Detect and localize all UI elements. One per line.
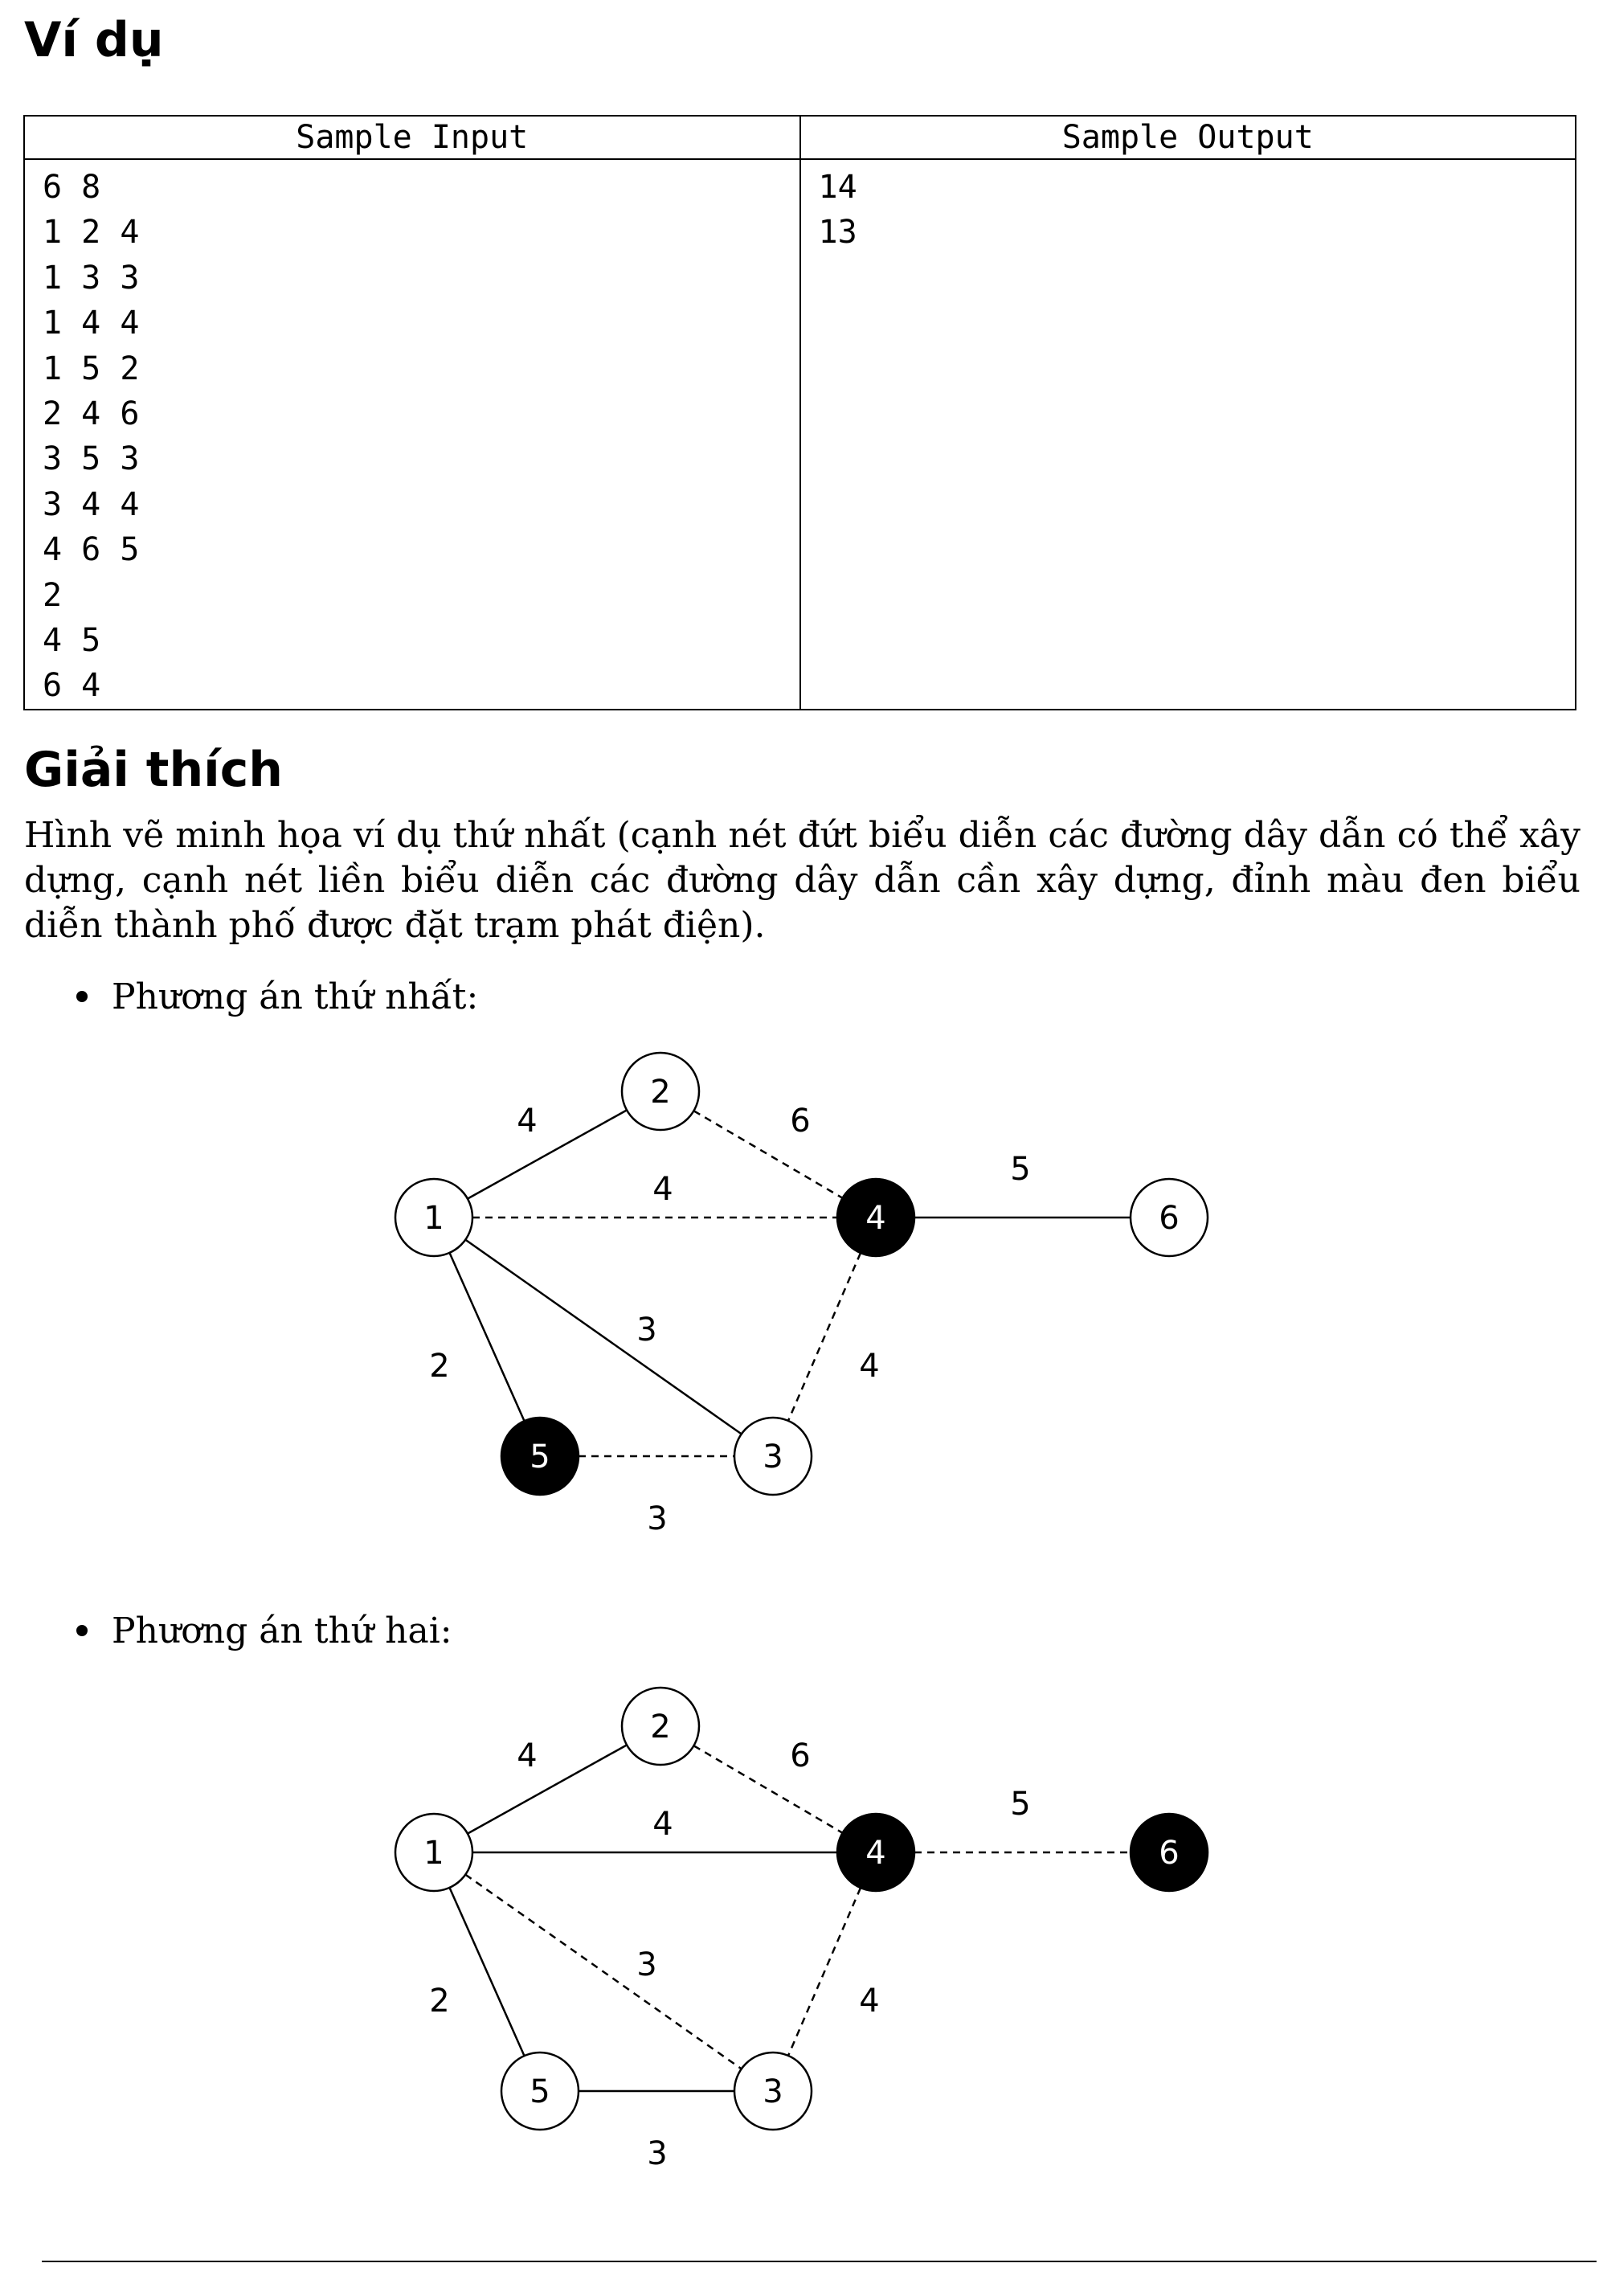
- input-line: 6 8: [43, 169, 101, 206]
- edge-weight-4-6: 5: [1010, 1786, 1030, 1823]
- input-line: 3 5 3: [43, 440, 140, 478]
- graph-option-1: 4 6 4 5 3 2 4 3 1 2 4 6 5 3: [394, 1051, 1209, 1537]
- node-2: [620, 1051, 701, 1132]
- bullet-option-1-label: Phương án thứ nhất:: [112, 976, 479, 1017]
- node-4-power-station: [836, 1177, 916, 1258]
- node-label-4: 4: [865, 1200, 885, 1237]
- node-label-2: 2: [650, 1074, 670, 1111]
- edge-weight-1-2: 4: [517, 1737, 537, 1774]
- edge-1-5-solid: [448, 1252, 525, 1422]
- output-line: 13: [818, 214, 857, 252]
- edge-weight-5-3: 3: [647, 2135, 667, 2172]
- node-3: [733, 1416, 813, 1496]
- bullet-dot: [76, 990, 88, 1002]
- edge-weight-4-3: 4: [859, 1348, 879, 1385]
- input-line: 2: [43, 576, 63, 614]
- node-5-power-station: [500, 1416, 580, 1496]
- node-label-6: 6: [1159, 1835, 1179, 1872]
- node-6: [1129, 1177, 1209, 1258]
- edge-weight-1-4: 4: [652, 1171, 673, 1208]
- node-label-5: 5: [530, 2073, 550, 2110]
- node-label-3: 3: [763, 2073, 783, 2110]
- edge-weight-1-5: 2: [429, 1348, 449, 1385]
- edge-weight-1-2: 4: [517, 1103, 537, 1140]
- input-line: 4 6 5: [43, 531, 140, 569]
- input-line: 1 5 2: [43, 350, 140, 387]
- edge-weight-4-3: 4: [859, 1983, 879, 2020]
- bullet-option-2: Phương án thứ hai:: [76, 1609, 452, 1654]
- edge-4-3-dashed: [787, 1252, 862, 1422]
- node-1: [394, 1177, 474, 1258]
- sample-output-header: Sample Output: [799, 115, 1576, 160]
- edge-weight-5-3: 3: [647, 1500, 667, 1537]
- sample-input-header: Sample Input: [23, 115, 801, 160]
- graph-option-2: 4 6 4 5 3 2 4 3 1 2 4 6 5 3: [394, 1686, 1209, 2172]
- bullet-dot: [76, 1624, 88, 1636]
- input-line: 1 4 4: [43, 305, 140, 342]
- edge-weight-1-5: 2: [429, 1983, 449, 2020]
- section-title-example: Ví dụ: [24, 12, 164, 68]
- edge-1-2-solid: [467, 1744, 628, 1835]
- edge-weight-1-3: 3: [636, 1312, 656, 1349]
- edge-1-5-solid: [448, 1887, 525, 2057]
- edge-1-3-solid: [464, 1238, 742, 1435]
- section-title-explanation: Giải thích: [24, 742, 284, 798]
- edge-4-3-dashed: [787, 1887, 862, 2057]
- edge-weight-1-3: 3: [636, 1946, 656, 1983]
- footer-rule: [42, 2261, 1597, 2262]
- input-line: 3 4 4: [43, 485, 140, 523]
- input-line: 1 3 3: [43, 259, 140, 297]
- node-2: [620, 1686, 701, 1766]
- node-5: [500, 2051, 580, 2131]
- bullet-option-2-label: Phương án thứ hai:: [112, 1610, 452, 1651]
- output-line: 14: [818, 169, 857, 206]
- input-line: 2 4 6: [43, 395, 140, 432]
- edge-weight-1-4: 4: [652, 1806, 673, 1843]
- node-label-4: 4: [865, 1835, 885, 1872]
- node-3: [733, 2051, 813, 2131]
- edge-weight-4-6: 5: [1010, 1151, 1030, 1188]
- input-line: 4 5: [43, 621, 101, 659]
- node-label-1: 1: [423, 1835, 444, 1872]
- edge-weight-2-4: 6: [790, 1103, 810, 1140]
- explanation-paragraph: Hình vẽ minh họa ví dụ thứ nhất (cạnh né…: [24, 815, 1580, 946]
- input-line: 6 4: [43, 667, 101, 705]
- node-1: [394, 1812, 474, 1893]
- input-line: 1 2 4: [43, 214, 140, 252]
- bullet-option-1: Phương án thứ nhất:: [76, 975, 478, 1020]
- edge-1-3-dashed: [464, 1873, 742, 2070]
- node-label-1: 1: [423, 1200, 444, 1237]
- node-label-6: 6: [1159, 1200, 1179, 1237]
- edge-weight-2-4: 6: [790, 1737, 810, 1774]
- node-label-3: 3: [763, 1439, 783, 1475]
- edge-2-4-dashed: [693, 1110, 844, 1199]
- edge-2-4-dashed: [693, 1745, 844, 1834]
- node-4-power-station: [836, 1812, 916, 1893]
- sample-io-table: Sample Input Sample Output 6 8 1 2 4 1 3 3…: [23, 115, 1576, 710]
- node-label-2: 2: [650, 1709, 670, 1746]
- node-6-power-station: [1129, 1812, 1209, 1893]
- edge-1-2-solid: [467, 1109, 628, 1200]
- node-label-5: 5: [530, 1439, 550, 1475]
- sample-input-cell: 6 8 1 2 4 1 3 3 1 4 4 1 5 2 2 4 6 3 5 3 3 4 4 4 …: [23, 158, 801, 710]
- sample-input-lines: 6 8 1 2 4 1 3 3 1 4 4 1 5 2 2 4 6 3 5 3 3 4 4 4 …: [43, 160, 799, 709]
